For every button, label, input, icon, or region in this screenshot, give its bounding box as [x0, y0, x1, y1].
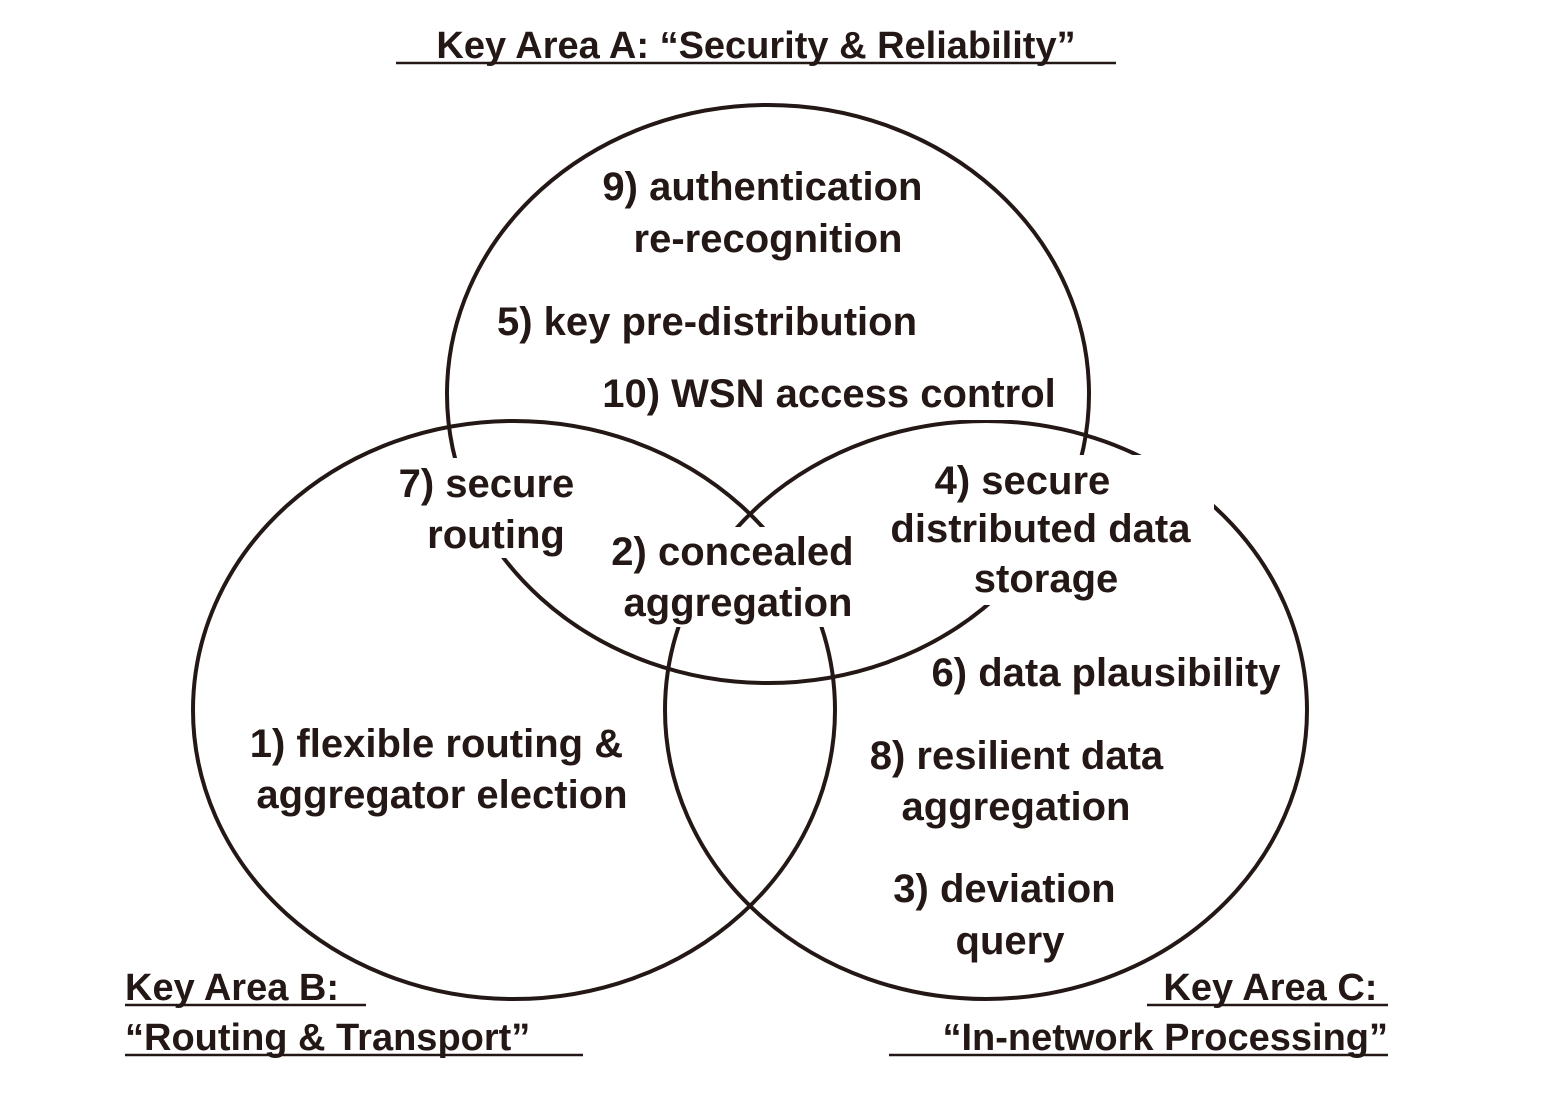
- item-2-concealed-aggregation: 2) concealed aggregation: [611, 530, 864, 625]
- item-10-wsn-access-control: 10) WSN access control: [602, 372, 1056, 416]
- key-area-b-label: Key Area B: “Routing & Transport”: [125, 967, 530, 1059]
- item-4-secure-distributed-storage: 4) secure distributed data storage: [890, 459, 1201, 601]
- label-knockout-2: [605, 527, 871, 627]
- item-7-secure-routing: 7) secure routing: [399, 462, 586, 557]
- circle-key-area-b: [191, 419, 837, 1001]
- item-8-resilient-aggregation: 8) resilient data aggregation: [870, 734, 1175, 829]
- label-knockout-7: [435, 458, 570, 558]
- circle-key-area-c: [663, 419, 1309, 1001]
- item-3-deviation-query: 3) deviation query: [893, 867, 1126, 963]
- item-9-authentication: 9) authentication re-recognition: [602, 165, 933, 261]
- circle-key-area-a: [445, 103, 1091, 685]
- label-knockout-4: [884, 455, 1214, 605]
- item-1-flexible-routing: 1) flexible routing & aggregator electio…: [250, 722, 634, 817]
- key-area-a-title: Key Area A: “Security & Reliability”: [436, 25, 1075, 67]
- item-5-key-predistribution: 5) key pre-distribution: [497, 300, 917, 344]
- item-6-data-plausibility: 6) data plausibility: [932, 651, 1282, 695]
- label-knockout-10: [590, 370, 1075, 420]
- key-area-c-label: Key Area C: “In-network Processing”: [942, 967, 1388, 1059]
